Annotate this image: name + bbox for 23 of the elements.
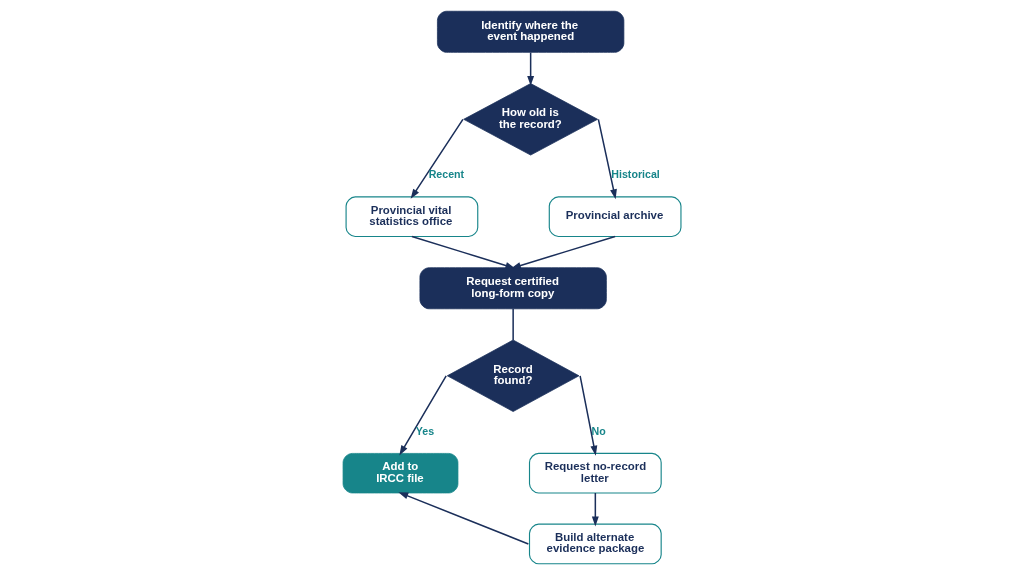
node-box: Provincial vital statistics office	[345, 196, 479, 238]
arrow	[399, 375, 447, 456]
node-box: Request certified long-form copy	[419, 267, 607, 310]
arrow	[579, 375, 598, 456]
edge-label: No	[591, 424, 606, 437]
arrow	[411, 235, 516, 269]
node-box: Provincial archive	[548, 196, 682, 238]
edge-label: Recent	[428, 168, 465, 181]
arrow	[527, 51, 535, 86]
connector	[512, 308, 514, 341]
node-box: Request no-record letter	[528, 452, 662, 494]
node-box: Add to IRCC file	[342, 453, 459, 494]
arrow	[510, 235, 616, 269]
arrow	[597, 118, 617, 200]
arrow	[398, 492, 530, 545]
node-diamond: Record found?	[446, 339, 580, 412]
edge-label: Historical	[611, 168, 660, 181]
arrow	[591, 492, 599, 527]
node-box: Identify where the event happened	[437, 10, 625, 53]
node-box: Build alternate evidence package	[528, 523, 662, 565]
edge-label: Yes	[415, 424, 435, 437]
arrow	[410, 118, 464, 199]
node-diamond: How old is the record?	[463, 83, 598, 156]
